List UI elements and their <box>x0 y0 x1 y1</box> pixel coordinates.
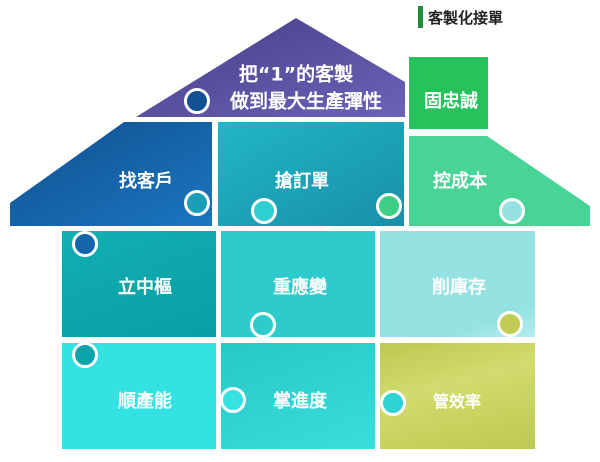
tile-r3c2 <box>221 343 375 449</box>
roof-left-piece <box>10 122 212 226</box>
puzzle-knob <box>72 231 98 257</box>
label-win-orders: 搶訂單 <box>275 171 329 192</box>
label-central-hub: 立中樞 <box>118 277 172 298</box>
roof-text-line1: 把“1”的客製 <box>238 63 354 86</box>
label-progress: 掌進度 <box>273 391 327 412</box>
diagram-title: 客製化接單 <box>428 9 504 27</box>
title-accent-bar <box>418 6 423 28</box>
puzzle-knob <box>380 390 406 416</box>
puzzle-knob <box>184 88 210 114</box>
label-reduce-inventory: 削庫存 <box>432 277 486 298</box>
label-control-cost: 控成本 <box>433 171 487 192</box>
roof-text-line2: 做到最大生產彈性 <box>229 90 383 113</box>
puzzle-knob <box>184 190 210 216</box>
label-find-customers: 找客戶 <box>119 171 173 192</box>
chimney-label: 固忠誠 <box>424 91 478 112</box>
puzzle-knob <box>250 312 276 338</box>
roof-right-piece <box>409 136 590 226</box>
roof-middle-piece <box>218 122 404 226</box>
puzzle-knob <box>220 387 246 413</box>
puzzle-knob <box>251 198 277 224</box>
chimney-piece <box>409 57 488 129</box>
tile-r2c2 <box>221 231 375 337</box>
label-responsiveness: 重應變 <box>273 277 327 298</box>
puzzle-knob <box>499 198 525 224</box>
puzzle-knob <box>72 342 98 368</box>
puzzle-knob <box>376 193 402 219</box>
label-efficiency: 管效率 <box>432 392 482 411</box>
label-capacity: 順產能 <box>118 391 172 412</box>
tile-r3c3 <box>380 343 535 449</box>
puzzle-knob <box>497 311 523 337</box>
